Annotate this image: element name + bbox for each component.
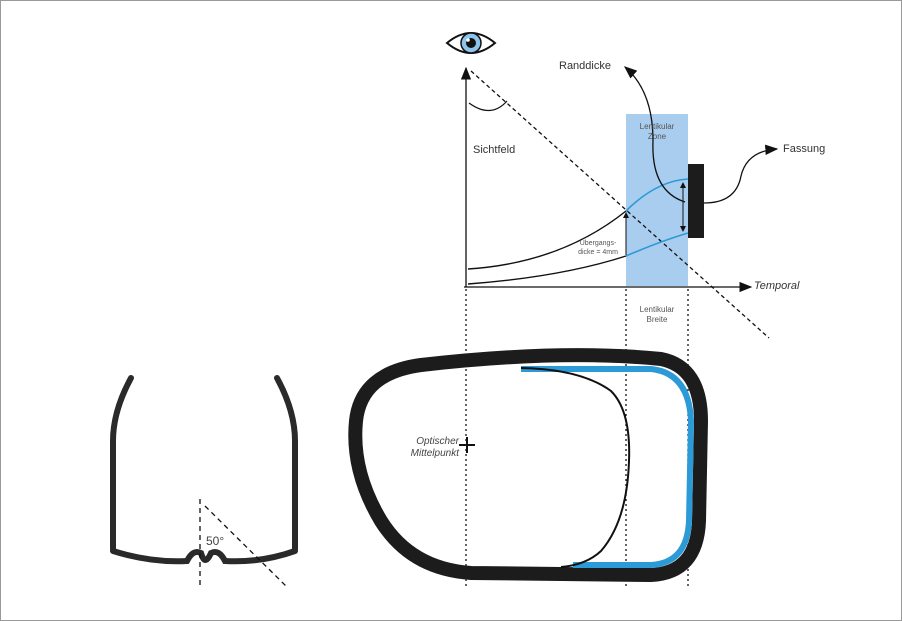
lens-frame — [348, 348, 709, 583]
field-of-view-line — [470, 70, 770, 339]
lentikular-zone — [626, 114, 688, 286]
angle-diagonal-line — [204, 505, 289, 589]
label-line: dicke = 4mm — [578, 249, 618, 256]
fassung-pointer — [703, 144, 779, 204]
optical-center-cross — [459, 437, 475, 453]
sichtfeld-label: Sichtfeld — [473, 144, 516, 156]
field-of-view-arc — [468, 100, 508, 112]
projection-lines — [465, 289, 689, 587]
angle-label: 50° — [206, 534, 225, 548]
randdicke-pointer — [624, 66, 686, 203]
label-line: Lentikular — [639, 305, 675, 314]
label-line: Übergangs- — [579, 240, 617, 247]
frame-block — [688, 164, 704, 238]
back-surface-curve — [467, 255, 627, 285]
label-line: Zone — [647, 132, 667, 141]
temporal-label: Temporal — [754, 280, 800, 292]
randdicke-label: Randdicke — [559, 60, 611, 72]
label-line: Mittelpunkt — [410, 448, 459, 459]
label-line: Optischer — [416, 436, 459, 447]
lenticular-boundary — [520, 367, 631, 568]
uebergangsdicke-label: Übergangs-dicke = 4mm — [571, 239, 625, 257]
glasses-top-view — [110, 375, 298, 565]
eye-icon — [445, 32, 497, 54]
back-surface-lenticular — [625, 232, 689, 257]
label-line: Breite — [646, 315, 668, 324]
front-surface-curve — [467, 210, 627, 270]
front-surface-lenticular — [625, 178, 689, 212]
fassung-label: Fassung — [783, 143, 826, 155]
lenticular-edge — [521, 366, 695, 568]
label-line: Lentikular — [639, 122, 675, 131]
